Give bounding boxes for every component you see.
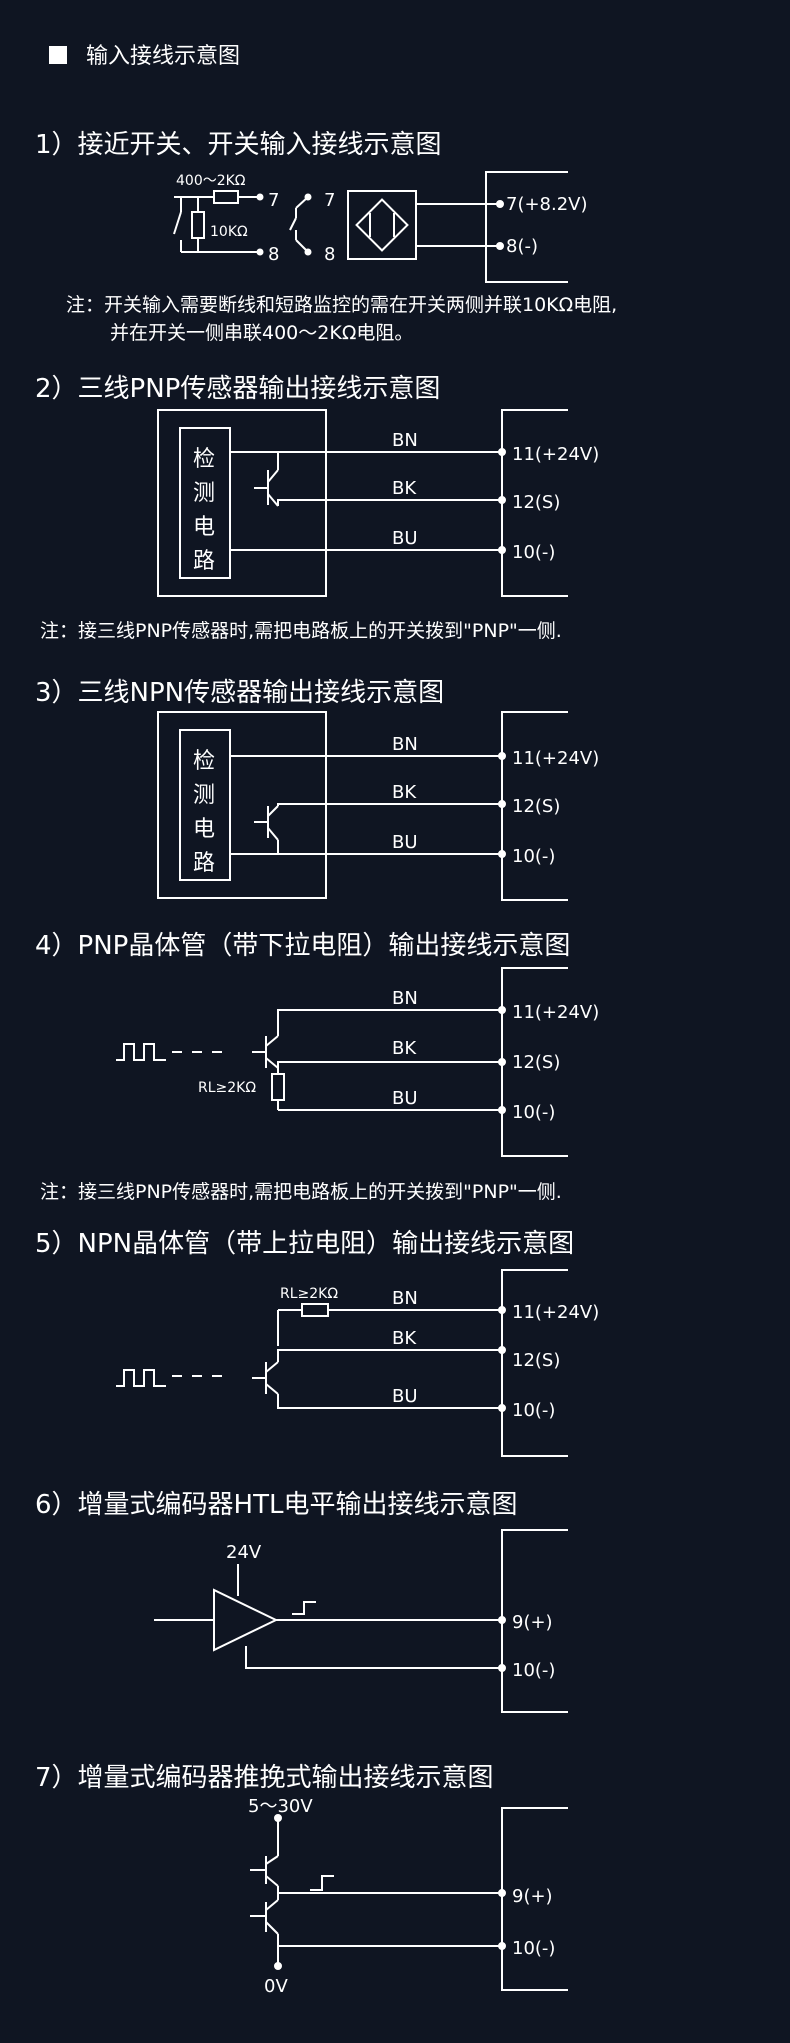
section-7-diagram <box>250 1807 568 1991</box>
s2-terminal-2: 10(-) <box>512 542 555 563</box>
s5-wire-bu: BU <box>392 1386 418 1407</box>
section-1-note-line2: 并在开关一侧串联400～2KΩ电阻。 <box>110 322 414 344</box>
section-7-title: 7）增量式编码器推挽式输出接线示意图 <box>35 1763 494 1793</box>
s6-supply-label: 24V <box>226 1542 262 1563</box>
s5-resistor-label: RL≥2KΩ <box>280 1286 338 1302</box>
s2-box-char-0: 检 <box>193 447 215 472</box>
s1-terminal-0: 7(+8.2V) <box>506 194 588 215</box>
s3-box-char-2: 电 <box>193 817 215 842</box>
s1-resistor2-label: 10KΩ <box>210 224 248 240</box>
section-4-diagram <box>116 967 568 1157</box>
s7-ground-label: 0V <box>264 1976 288 1997</box>
section-1-diagram <box>173 171 568 283</box>
s4-wire-bk: BK <box>392 1038 417 1059</box>
s1-pin-a: 7 <box>268 190 279 211</box>
section-1-note-line1: 注：开关输入需要断线和短路监控的需在开关两侧并联10KΩ电阻, <box>66 294 618 316</box>
s1-pin-a2: 7 <box>324 190 335 211</box>
section-6-diagram <box>154 1529 568 1713</box>
s6-terminal-0: 9(+) <box>512 1612 553 1633</box>
section-4-note: 注：接三线PNP传感器时,需把电路板上的开关拨到"PNP"一侧. <box>40 1181 562 1203</box>
s5-terminal-1: 12(S) <box>512 1350 560 1371</box>
s4-terminal-0: 11(+24V) <box>512 1002 599 1023</box>
s4-terminal-1: 12(S) <box>512 1052 560 1073</box>
s3-box-char-3: 路 <box>193 851 215 876</box>
s1-terminal-1: 8(-) <box>506 236 538 257</box>
s4-wire-bu: BU <box>392 1088 418 1109</box>
s2-box-char-1: 测 <box>193 481 215 506</box>
s4-wire-bn: BN <box>392 988 418 1009</box>
s3-terminal-0: 11(+24V) <box>512 748 599 769</box>
s3-terminal-1: 12(S) <box>512 796 560 817</box>
section-1-title: 1）接近开关、开关输入接线示意图 <box>35 130 442 160</box>
section-6-title: 6）增量式编码器HTL电平输出接线示意图 <box>35 1490 518 1520</box>
header-square-bullet <box>49 46 67 64</box>
s2-box-char-2: 电 <box>193 515 215 540</box>
section-4-title: 4）PNP晶体管（带下拉电阻）输出接线示意图 <box>35 931 571 961</box>
s2-terminal-0: 11(+24V) <box>512 444 599 465</box>
s2-box-char-3: 路 <box>193 549 215 574</box>
s1-pin-b2: 8 <box>324 244 335 265</box>
s3-terminal-2: 10(-) <box>512 846 555 867</box>
s7-supply-label: 5～30V <box>248 1796 313 1817</box>
s3-wire-bk: BK <box>392 782 417 803</box>
s7-terminal-1: 10(-) <box>512 1938 555 1959</box>
s1-pin-b: 8 <box>268 244 279 265</box>
s3-box-char-1: 测 <box>193 783 215 808</box>
section-3-title: 3）三线NPN传感器输出接线示意图 <box>35 678 445 708</box>
s4-resistor-label: RL≥2KΩ <box>198 1080 256 1096</box>
s2-wire-bu: BU <box>392 528 418 549</box>
s3-wire-bu: BU <box>392 832 418 853</box>
section-5-title: 5）NPN晶体管（带上拉电阻）输出接线示意图 <box>35 1229 575 1259</box>
section-2-title: 2）三线PNP传感器输出接线示意图 <box>35 374 441 404</box>
s2-wire-bk: BK <box>392 478 417 499</box>
s2-wire-bn: BN <box>392 430 418 451</box>
page-title: 输入接线示意图 <box>86 44 241 69</box>
s5-wire-bk: BK <box>392 1328 417 1349</box>
s2-terminal-1: 12(S) <box>512 492 560 513</box>
s3-box-char-0: 检 <box>193 749 215 774</box>
section-5-diagram <box>116 1269 568 1457</box>
s3-wire-bn: BN <box>392 734 418 755</box>
section-3-diagram <box>157 711 568 901</box>
section-2-diagram <box>157 409 568 597</box>
s4-terminal-2: 10(-) <box>512 1102 555 1123</box>
s5-wire-bn: BN <box>392 1288 418 1309</box>
s5-terminal-0: 11(+24V) <box>512 1302 599 1323</box>
s1-resistor-label: 400～2KΩ <box>176 173 246 189</box>
s7-terminal-0: 9(+) <box>512 1886 553 1907</box>
section-2-note: 注：接三线PNP传感器时,需把电路板上的开关拨到"PNP"一侧. <box>40 620 562 642</box>
s6-terminal-1: 10(-) <box>512 1660 555 1681</box>
s5-terminal-2: 10(-) <box>512 1400 555 1421</box>
